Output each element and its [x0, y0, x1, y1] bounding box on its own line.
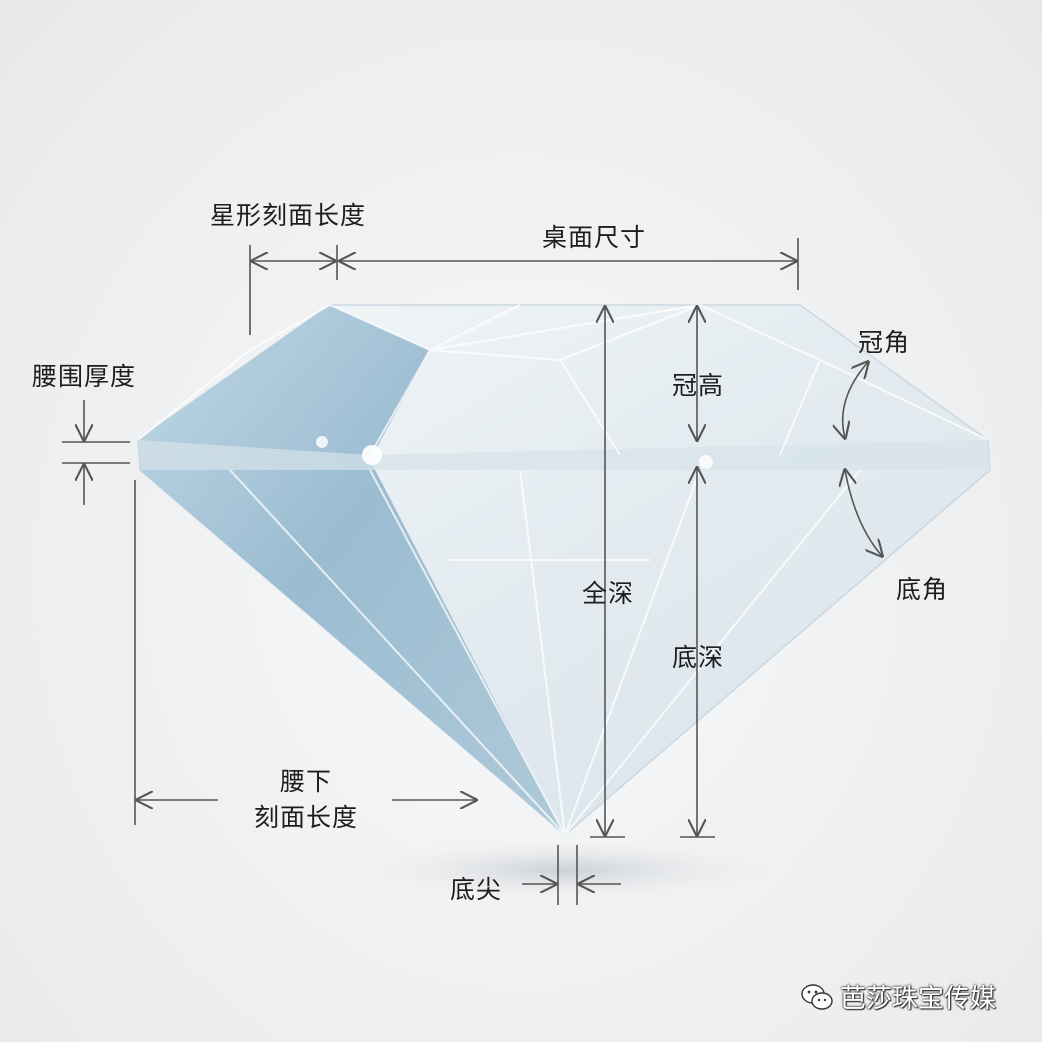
lower-girdle-facet-length-label: 腰下 刻面长度: [254, 764, 358, 836]
table-size-label: 桌面尺寸: [542, 223, 647, 252]
diamond-girdle: [138, 440, 990, 470]
lower-girdle-facet-length-line2: 刻面长度: [253, 803, 359, 832]
pavilion-angle-label: 底角: [896, 575, 949, 604]
dimension-lines: [62, 238, 882, 905]
wechat-icon: [801, 983, 833, 1010]
culet-label: 底尖: [450, 875, 503, 904]
crown-height-label: 冠高: [672, 371, 725, 400]
watermark-text: 芭莎珠宝传媒: [840, 984, 997, 1014]
total-depth-label: 全深: [582, 579, 635, 608]
diamond-left-facets: [138, 305, 565, 835]
watermark: 芭莎珠宝传媒: [800, 978, 996, 1015]
culet-shadow: [355, 840, 775, 900]
girdle-thickness-label: 腰围厚度: [32, 362, 137, 391]
star-facet-length-label: 星形刻面长度: [210, 201, 367, 230]
crown-angle-label: 冠角: [858, 328, 911, 357]
sparkles: [316, 436, 713, 469]
lower-girdle-facet-length-line1: 腰下: [279, 767, 333, 796]
pavilion-depth-label: 底深: [672, 643, 725, 672]
